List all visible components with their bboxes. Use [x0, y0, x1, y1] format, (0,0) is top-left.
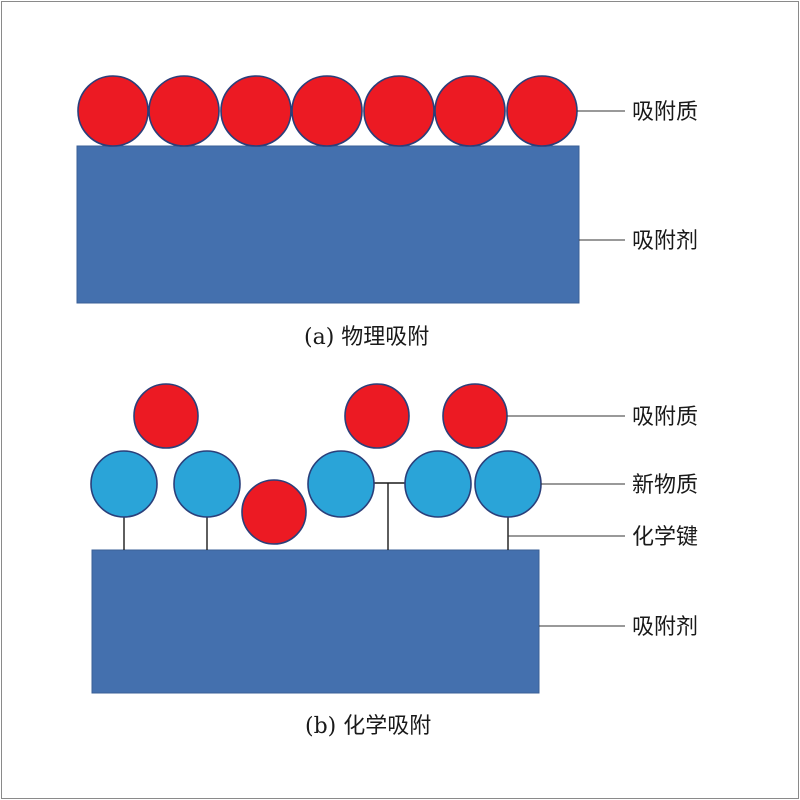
panel-b-chemical-adsorption: 吸附质 新物质 化学键 吸附剂 (b) 化学吸附 — [90, 383, 698, 739]
panel-b-new-substance-particle — [307, 450, 375, 518]
panel-b-new-substance-particle — [404, 450, 472, 518]
panel-a-adsorbate-particle — [148, 75, 220, 147]
panel-b-chemical-bond-label: 化学键 — [632, 525, 698, 550]
panel-a-adsorbate-label: 吸附质 — [632, 100, 698, 125]
panel-b-new-substance-particle — [474, 450, 542, 518]
panel-a-adsorbate-particle — [77, 75, 149, 147]
panel-a-adsorbent-block — [76, 145, 580, 304]
panel-b-chemical-bonds — [123, 482, 509, 550]
panel-b-adsorbate-particle — [241, 479, 307, 545]
panel-b-adsorbate-particles — [133, 383, 508, 545]
panel-a-adsorbate-particle — [291, 75, 363, 147]
panel-b-new-substance-particle — [173, 450, 241, 518]
panel-a-adsorbate-row — [77, 75, 578, 147]
panel-a-physical-adsorption: 吸附质 吸附剂 (a) 物理吸附 — [76, 75, 698, 350]
panel-a-adsorbate-particle — [434, 75, 506, 147]
panel-a-adsorbate-particle — [363, 75, 435, 147]
panel-b-adsorbate-particle — [133, 383, 199, 449]
panel-b-new-substance-label: 新物质 — [632, 473, 698, 498]
panel-b-caption: (b) 化学吸附 — [305, 714, 431, 739]
panel-a-adsorbent-label: 吸附剂 — [632, 229, 698, 254]
panel-b-adsorbate-particle — [442, 383, 508, 449]
panel-a-caption: (a) 物理吸附 — [304, 325, 429, 350]
panel-b-new-substance-row — [90, 450, 542, 518]
panel-b-adsorbent-label: 吸附剂 — [632, 615, 698, 640]
panel-a-adsorbate-particle — [220, 75, 292, 147]
panel-b-adsorbate-particle — [344, 383, 410, 449]
panel-b-adsorbate-label: 吸附质 — [632, 405, 698, 430]
panel-b-new-substance-particle — [90, 450, 158, 518]
panel-b-adsorbent-block — [91, 549, 540, 694]
panel-a-adsorbate-particle — [506, 75, 578, 147]
